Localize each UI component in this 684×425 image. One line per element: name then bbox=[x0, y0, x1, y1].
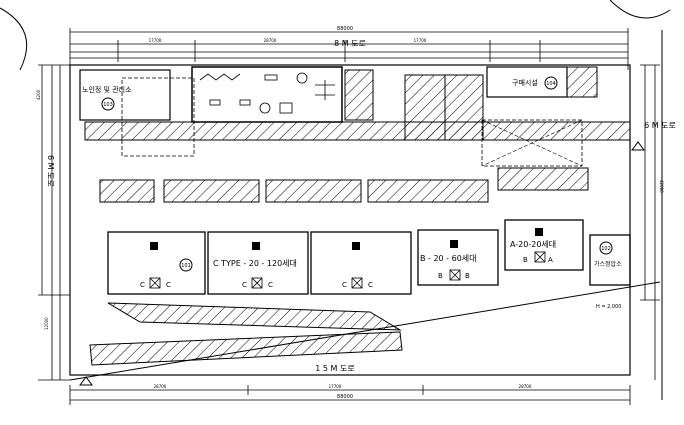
parking-block-a bbox=[344, 69, 374, 121]
unit-letter-c3: C bbox=[242, 281, 247, 289]
road-label-bottom: 1 5 M 도로 bbox=[315, 364, 354, 373]
dim-bottom-1: 28700 bbox=[154, 384, 167, 389]
middle-parking-row bbox=[99, 167, 589, 203]
dim-bottom-3: 28700 bbox=[519, 384, 532, 389]
residential-stair-marks bbox=[150, 228, 543, 250]
parking-block-b bbox=[404, 74, 446, 141]
unit-letter-b1: B bbox=[438, 272, 443, 280]
retail-number: 104 bbox=[546, 81, 556, 87]
gas-number-circle bbox=[599, 241, 613, 255]
unit-letter-c5: C bbox=[342, 281, 347, 289]
dashed-cross-2 bbox=[481, 119, 583, 167]
road-label-right: 6 M 도로 bbox=[644, 121, 676, 130]
unit-letter-a: A bbox=[548, 256, 553, 264]
dim-top-2: 28700 bbox=[264, 38, 277, 43]
dim-right-1: 42000 bbox=[659, 180, 664, 193]
unit-letter-c1: C bbox=[140, 281, 145, 289]
gas-number: 102 bbox=[601, 246, 611, 252]
left-dimension-lines bbox=[38, 64, 70, 381]
road-label-top: 8 M 도로 bbox=[334, 39, 366, 48]
c-type-label: C TYPE - 20 - 120세대 bbox=[213, 259, 297, 268]
residential-blocks bbox=[107, 219, 631, 295]
dim-left-2: 12000 bbox=[44, 317, 49, 330]
direction-arrow-right bbox=[631, 141, 645, 151]
unit-letter-c4: C bbox=[268, 281, 273, 289]
parking-strip-top bbox=[84, 121, 631, 141]
senior-center-label: 노인정 및 관리소 bbox=[82, 85, 132, 94]
facility-area bbox=[191, 66, 343, 123]
dashed-outline-2 bbox=[481, 119, 583, 167]
residential-cross-marks bbox=[149, 251, 546, 289]
dim-bottom-total: 88000 bbox=[337, 394, 353, 400]
dim-top-total: 88000 bbox=[337, 26, 353, 32]
gas-label: 가스정압소 bbox=[594, 260, 622, 268]
parking-block-d bbox=[566, 66, 598, 98]
lower-parking-rows bbox=[89, 302, 403, 366]
bottom-road-line bbox=[69, 281, 661, 381]
block-101-circle bbox=[179, 258, 193, 272]
unit-letter-labels: C C C C C C B B B A bbox=[140, 256, 553, 289]
facility-equipment bbox=[199, 72, 335, 114]
unit-letter-b2: B bbox=[465, 272, 470, 280]
right-dimension-lines bbox=[640, 64, 660, 380]
senior-center-number: 103 bbox=[103, 102, 113, 108]
top-left-road-curve bbox=[0, 7, 28, 71]
dashed-outline-1 bbox=[121, 77, 195, 157]
road-label-left: 6 M 도로 bbox=[46, 155, 55, 187]
dim-bottom-2: 17700 bbox=[329, 384, 342, 389]
top-right-road-curve bbox=[609, 0, 671, 19]
a-type-label: A-20-20세대 bbox=[510, 240, 556, 249]
unit-letter-b3: B bbox=[523, 256, 528, 264]
senior-center-building bbox=[79, 69, 171, 121]
h-value: H = 2,000 bbox=[596, 304, 621, 310]
senior-center-number-circle bbox=[101, 97, 115, 111]
retail-label: 구매시설 bbox=[512, 79, 538, 87]
block-101-number: 101 bbox=[181, 263, 191, 269]
retail-number-circle bbox=[544, 76, 558, 90]
dim-top-3: 17700 bbox=[414, 38, 427, 43]
dim-top-1: 17700 bbox=[149, 38, 162, 43]
b-type-label: B - 20 - 60세대 bbox=[420, 254, 477, 263]
unit-letter-c6: C bbox=[368, 281, 373, 289]
direction-arrow-left bbox=[79, 376, 93, 386]
top-dimension-lines bbox=[69, 28, 629, 70]
dim-left-1: 4200 bbox=[36, 89, 41, 100]
parking-block-c bbox=[444, 74, 484, 141]
unit-letter-c2: C bbox=[166, 281, 171, 289]
bottom-dimension-lines bbox=[69, 385, 631, 405]
